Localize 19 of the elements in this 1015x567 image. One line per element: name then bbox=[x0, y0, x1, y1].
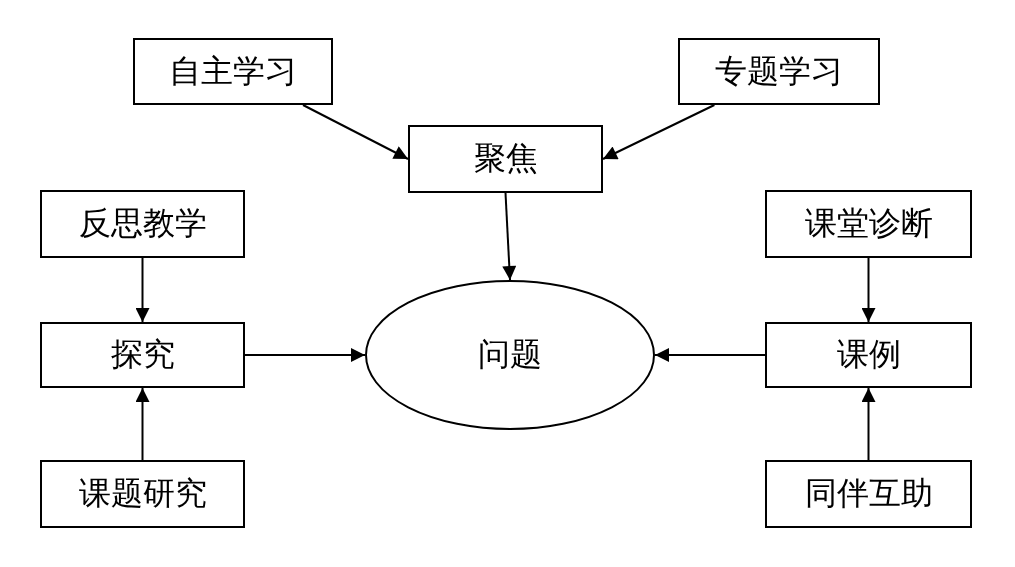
arrow bbox=[502, 192, 517, 281]
arrow bbox=[135, 387, 150, 461]
process-box: 专题学习 bbox=[678, 38, 880, 105]
arrow bbox=[654, 348, 766, 362]
arrow bbox=[602, 104, 716, 160]
process-box: 同伴互助 bbox=[765, 460, 972, 528]
process-box: 聚焦 bbox=[408, 125, 603, 193]
process-box: 探究 bbox=[40, 322, 245, 388]
arrow bbox=[861, 387, 876, 461]
arrow bbox=[135, 257, 150, 323]
ellipse-node: 问题 bbox=[365, 280, 655, 430]
process-box: 课堂诊断 bbox=[765, 190, 972, 258]
arrow bbox=[861, 257, 876, 323]
arrow bbox=[244, 348, 366, 362]
process-box: 课例 bbox=[765, 322, 972, 388]
arrow bbox=[302, 104, 409, 160]
process-box: 反思教学 bbox=[40, 190, 245, 258]
process-box: 课题研究 bbox=[40, 460, 245, 528]
process-box: 自主学习 bbox=[133, 38, 333, 105]
